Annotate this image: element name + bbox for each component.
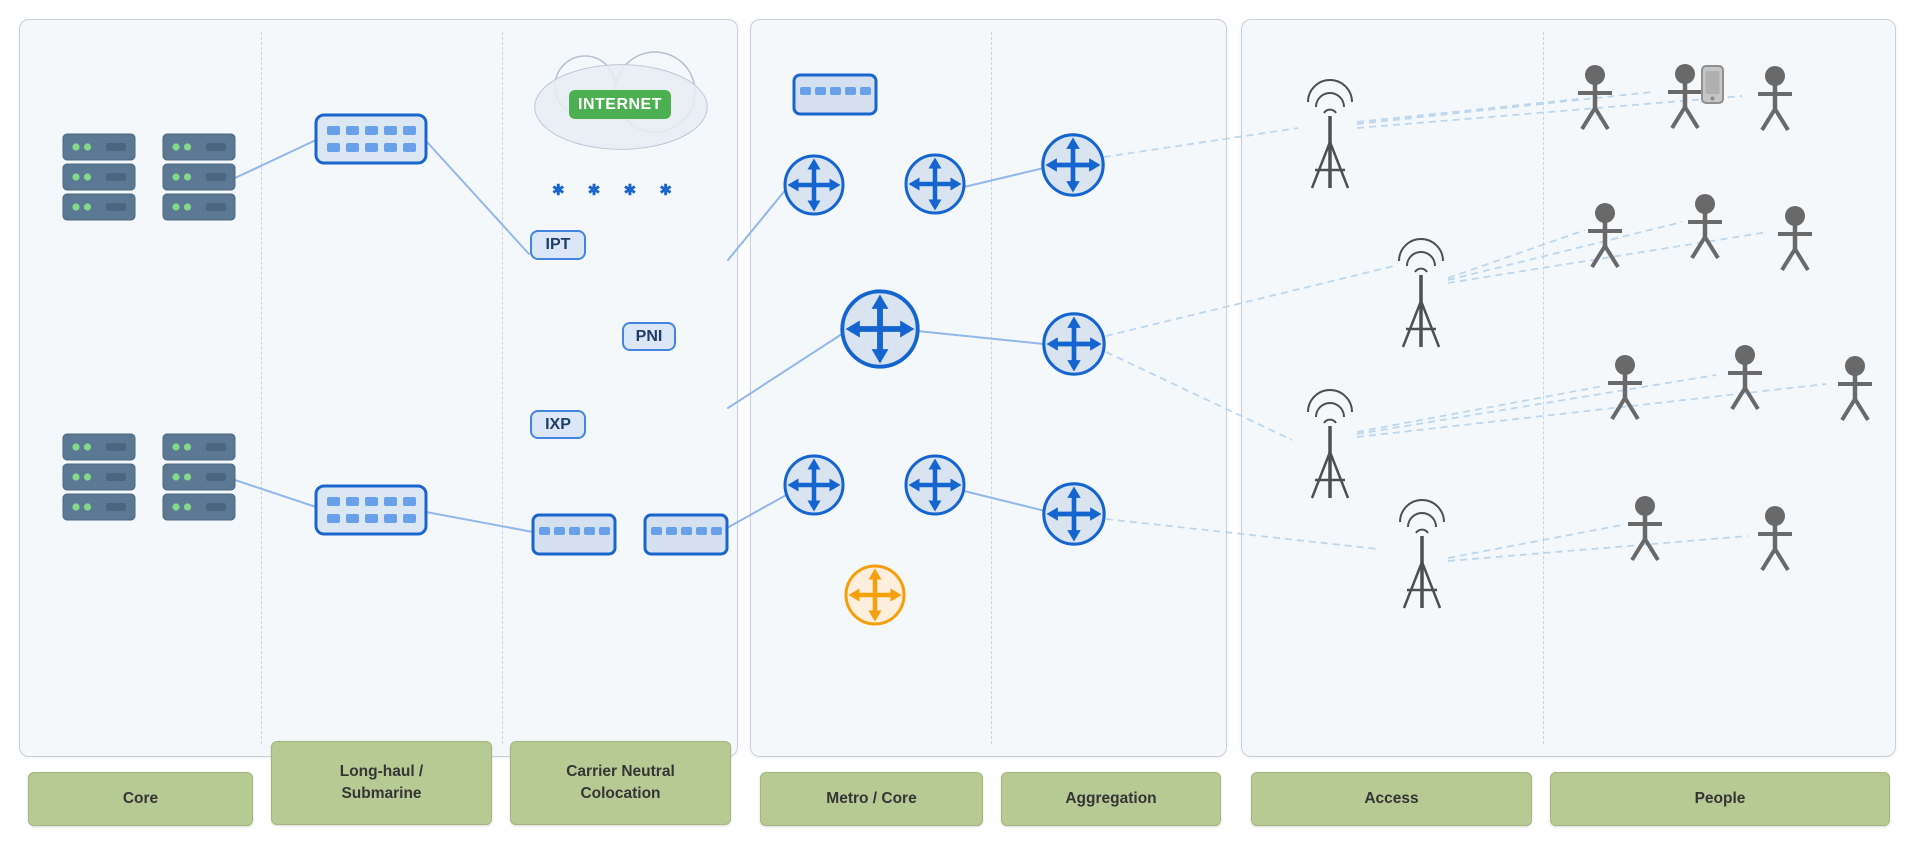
connection-line <box>727 331 846 409</box>
server-icon <box>62 133 136 161</box>
wireless-link-line <box>1105 518 1379 550</box>
metro-switch-icon <box>792 73 878 116</box>
cell-tower-icon <box>1306 388 1354 500</box>
wireless-links <box>1103 91 1827 562</box>
lane-label-aggregation: Aggregation <box>1001 772 1221 826</box>
person-icon <box>1838 356 1872 420</box>
connection-line <box>234 139 317 179</box>
wireless-link-line <box>1447 524 1623 559</box>
asterisk-icon: ✱ <box>587 182 601 199</box>
router-icon <box>906 456 964 514</box>
aggregation-router-icon <box>1044 484 1104 544</box>
router-icon <box>906 155 964 213</box>
orange-router-icon <box>846 566 904 624</box>
server-icon <box>62 193 136 221</box>
connection-line <box>426 141 530 255</box>
person-icon <box>1668 64 1702 128</box>
wireless-link-line <box>1356 98 1579 123</box>
server-icon <box>62 463 136 491</box>
core-router-icon <box>842 291 917 366</box>
cell-tower-icon <box>1306 78 1354 190</box>
cell-tower-icon <box>1398 498 1446 610</box>
peering-asterisks: ✱ ✱ ✱ ✱ <box>552 178 672 202</box>
server-icon <box>62 433 136 461</box>
person-icon <box>1688 194 1722 258</box>
phone-icon <box>1701 65 1724 104</box>
metro-aggregation-panel <box>750 19 1227 757</box>
wireless-link-line <box>1103 127 1299 158</box>
ixp-tag: IXP <box>530 410 586 439</box>
access-people-divider <box>1543 32 1544 744</box>
connection-line <box>234 479 317 508</box>
wireless-link-line <box>1447 231 1769 284</box>
aggregation-router-icon <box>1044 314 1104 374</box>
lane-label-metro-core: Metro / Core <box>760 772 983 826</box>
core-server-racks <box>62 133 236 521</box>
longhaul-colocation-divider <box>502 32 503 744</box>
router-icon <box>785 156 843 214</box>
person-icon <box>1728 345 1762 409</box>
connection-line <box>916 330 1045 345</box>
wireless-link-line <box>1447 535 1749 562</box>
server-icon <box>162 193 236 221</box>
internet-label: INTERNET <box>569 90 671 119</box>
lane-label-longhaul-submarine: Long-haul / Submarine <box>271 741 492 825</box>
lane-label-core: Core <box>28 772 253 826</box>
connection-line <box>963 490 1046 512</box>
asterisk-icon: ✱ <box>623 182 637 199</box>
person-icon <box>1608 355 1642 419</box>
asterisk-icon: ✱ <box>659 182 672 199</box>
colocation-switch-icon <box>531 513 617 556</box>
fibre-links <box>234 139 1046 533</box>
server-icon <box>162 133 236 161</box>
people-group <box>1578 64 1872 570</box>
core-longhaul-divider <box>261 32 262 744</box>
lane-label-people: People <box>1550 772 1890 826</box>
connection-line <box>726 493 789 529</box>
ipt-tag: IPT <box>530 230 586 260</box>
cell-tower-icon <box>1397 237 1445 349</box>
server-icon <box>62 493 136 521</box>
aggregation-router-icon <box>1043 135 1103 195</box>
server-icon <box>162 493 236 521</box>
server-icon <box>162 463 236 491</box>
metro-aggregation-divider <box>991 32 992 744</box>
wireless-link-line <box>1105 265 1395 337</box>
wireless-link-line <box>1356 91 1653 125</box>
person-icon <box>1578 65 1612 129</box>
wireless-link-line <box>1447 229 1586 279</box>
person-icon <box>1758 66 1792 130</box>
longhaul-switch-icon <box>314 484 428 536</box>
router-icon <box>785 456 843 514</box>
person-icon <box>1778 206 1812 270</box>
person-icon <box>1758 506 1792 570</box>
wireless-link-line <box>1356 374 1717 435</box>
lane-label-access: Access <box>1251 772 1532 826</box>
lane-label-carrier-neutral-colocation: Carrier Neutral Colocation <box>510 741 731 825</box>
pni-tag: PNI <box>622 322 676 351</box>
connection-line <box>963 167 1045 188</box>
wireless-link-line <box>1105 351 1293 441</box>
person-icon <box>1628 496 1662 560</box>
asterisk-icon: ✱ <box>552 182 565 199</box>
connection-line <box>727 187 788 261</box>
wireless-link-line <box>1356 385 1604 433</box>
wireless-link-line <box>1356 95 1743 129</box>
server-icon <box>162 163 236 191</box>
longhaul-switch-icon <box>314 113 428 165</box>
wireless-link-line <box>1356 383 1827 438</box>
colocation-switch-icon <box>643 513 729 556</box>
server-icon <box>62 163 136 191</box>
connection-line <box>425 511 534 533</box>
wireless-link-line <box>1447 221 1683 281</box>
server-icon <box>162 433 236 461</box>
